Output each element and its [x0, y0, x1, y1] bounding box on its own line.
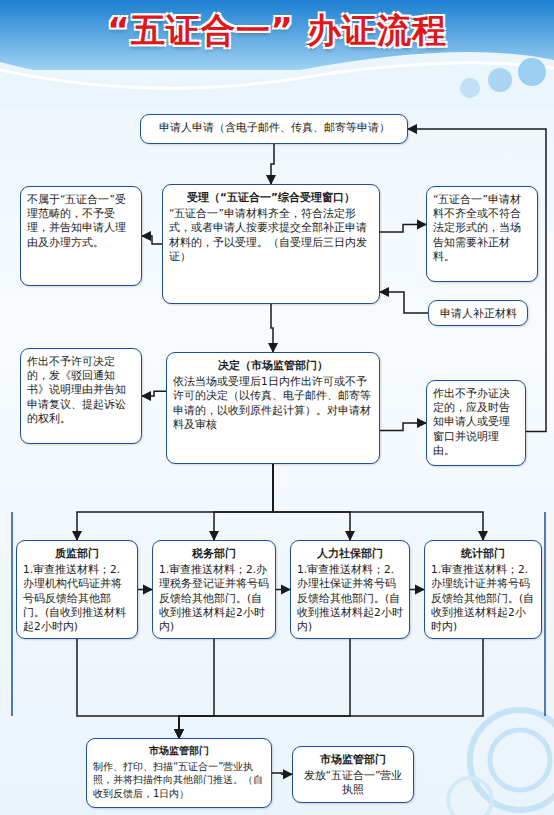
box-text: 依法当场或受理后1日内作出许可或不予许可的决定（以传真、电子邮件、邮寄等申请的，… [173, 374, 373, 431]
flow-arrow [179, 639, 350, 738]
process-box: 作出不予办证决定的，应及时告知申请人或受理窗口并说明理由。 [426, 380, 526, 466]
box-text: 申请人申请（含电子邮件、传真、邮寄等申请） [147, 120, 401, 134]
box-text: 1.审查推送材料；2.办理社保证并将号码反馈给其他部门。(自收到推送材料起2小时… [297, 562, 403, 633]
box-text: 申请人补正材料 [435, 306, 521, 320]
box-text: 制作、打印、扫描“五证合一”营业执照，并将扫描件向其他部门推送。（自收到反馈后，… [93, 760, 265, 801]
process-box: 市场监管部门制作、打印、扫描“五证合一”营业执照，并将扫描件向其他部门推送。（自… [86, 738, 272, 808]
box-text: 作出不予许可决定的，发《驳回通知书》说明理由并告知申请复议、提起诉讼的权利。 [27, 354, 135, 425]
flow-arrow [380, 423, 426, 430]
box-heading: 人力社保部门 [297, 546, 403, 560]
flow-arrow [380, 224, 426, 232]
flow-arrow [272, 773, 292, 774]
process-box: 统计部门 1.审查推送材料；2.办理统计证并将号码反馈给其他部门。(自收到推送材料… [424, 540, 542, 639]
box-text: 发放“五证合一”营业执照 [299, 768, 407, 796]
box-heading: 市场监管部门 [93, 744, 265, 758]
box-text: “五证合一”申请材料齐全，符合法定形式，或者申请人按要求提交全部补正申请材料的，… [169, 206, 373, 263]
box-text: 作出不予办证决定的，应及时告知申请人或受理窗口并说明理由。 [433, 386, 519, 457]
process-box: 作出不予许可决定的，发《驳回通知书》说明理由并告知申请复议、提起诉讼的权利。 [20, 348, 142, 444]
process-box: 质监部门 1.审查推送材料；2.办理机构代码证并将号码反馈给其他部门。(自收到推送… [16, 540, 138, 639]
process-box: “五证合一”申请材料不齐全或不符合法定形式的，当场告知需要补正材料。 [426, 186, 538, 282]
box-heading: 决定（市场监管部门） [173, 358, 373, 372]
flow-arrow [273, 464, 483, 540]
process-box: 受理（“五证合一”综合受理窗口） “五证合一”申请材料齐全，符合法定形式，或者申请… [162, 184, 380, 304]
flow-arrow [142, 236, 162, 244]
process-box: 申请人补正材料 [428, 300, 528, 326]
box-text: “五证合一”申请材料不齐全或不符合法定形式的，当场告知需要补正材料。 [433, 192, 531, 263]
page-title: “五证合一” 办证流程 [0, 8, 554, 54]
process-box: 决定（市场监管部门） 依法当场或受理后1日内作出许可或不予许可的决定（以传真、电子… [166, 352, 380, 464]
process-box: 申请人申请（含电子邮件、传真、邮寄等申请） [140, 114, 408, 144]
flow-arrow [138, 589, 152, 591]
flow-arrow [214, 464, 273, 540]
flow-arrow [271, 304, 273, 352]
box-text: 不属于“五证合一”受理范畴的，不予受理，并告知申请人理由及办理方式。 [27, 192, 135, 249]
process-box: 税务部门 1.审查推送材料；2.办理税务登记证并将号码反馈给其他部门。(自收到推送… [152, 540, 276, 639]
process-box: 市场监管部门发放“五证合一”营业执照 [292, 746, 414, 803]
flow-arrow [380, 292, 428, 313]
process-box: 不属于“五证合一”受理范畴的，不予受理，并告知申请人理由及办理方式。 [20, 186, 142, 286]
box-text: 1.审查推送材料；2.办理机构代码证并将号码反馈给其他部门。(自收到推送材料起2… [23, 562, 131, 633]
box-heading: 税务部门 [159, 546, 269, 560]
box-text: 1.审查推送材料；2.办理税务登记证并将号码反馈给其他部门。(自收到推送材料起2… [159, 562, 269, 633]
box-heading: 统计部门 [431, 546, 535, 560]
process-box: 人力社保部门 1.审查推送材料；2.办理社保证并将号码反馈给其他部门。(自收到推送… [290, 540, 410, 639]
box-heading: 受理（“五证合一”综合受理窗口） [169, 190, 373, 204]
flow-arrow [179, 639, 214, 738]
flow-arrow [142, 391, 166, 396]
flow-arrow [77, 464, 273, 540]
flow-arrow [410, 589, 424, 591]
flow-arrow [179, 639, 483, 738]
flow-arrow [273, 464, 350, 540]
box-text: 1.审查推送材料；2.办理统计证并将号码反馈给其他部门。(自收到推送材料起2小时… [431, 562, 535, 633]
box-heading: 市场监管部门 [299, 752, 407, 766]
flow-arrow [77, 639, 179, 738]
box-heading: 质监部门 [23, 546, 131, 560]
flow-arrow [271, 144, 274, 184]
flow-arrow [276, 589, 290, 591]
